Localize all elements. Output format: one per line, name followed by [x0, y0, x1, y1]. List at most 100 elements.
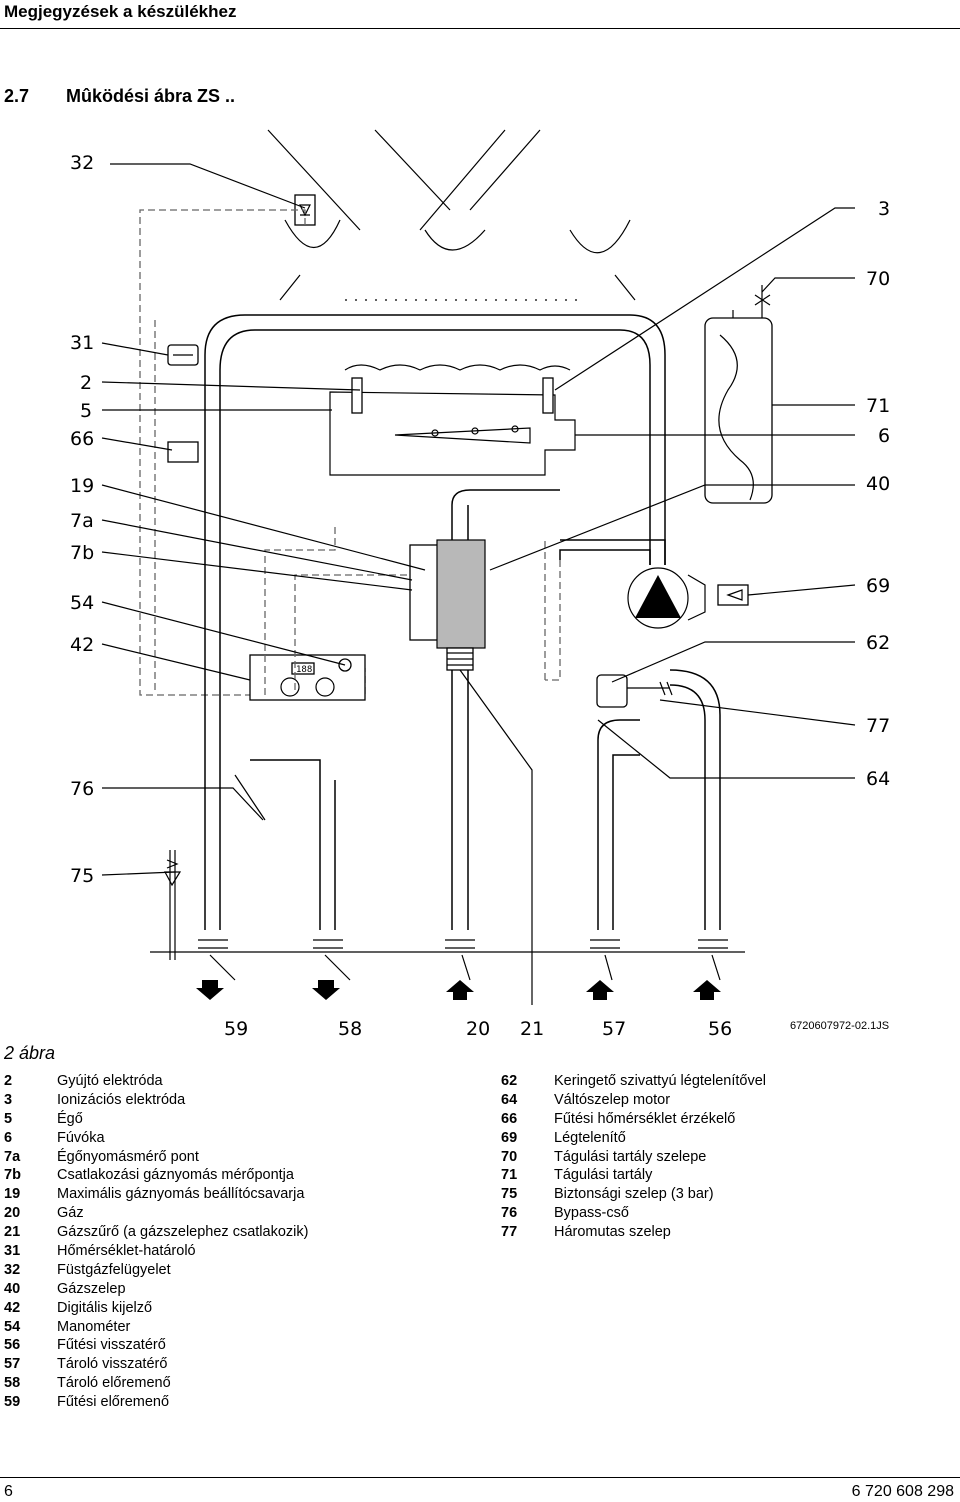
legend-key: 31	[4, 1243, 21, 1260]
legend-key: 32	[4, 1261, 21, 1278]
label-57: 57	[602, 1018, 627, 1040]
label-62: 62	[866, 632, 891, 654]
legend-key: 66	[501, 1110, 518, 1127]
legend-text: Égő	[57, 1110, 83, 1127]
legend-key: 54	[4, 1318, 21, 1335]
legend-item: 40 Gázszelep	[4, 1280, 308, 1299]
label-71: 71	[866, 395, 891, 417]
legend-text: Tároló előremenő	[57, 1375, 171, 1392]
label-7b: 7b	[70, 542, 95, 564]
legend-text: Fűtési hőmérséklet érzékelő	[554, 1110, 736, 1127]
legend-text: Gázszelep	[57, 1280, 126, 1297]
legend-item: 66 Fűtési hőmérséklet érzékelő	[501, 1110, 766, 1129]
legend-text: Ionizációs elektróda	[57, 1091, 186, 1108]
label-66: 66	[70, 428, 95, 450]
function-diagram: 188	[0, 120, 960, 1050]
pump-62	[559, 539, 749, 629]
legend-key: 7b	[4, 1167, 21, 1184]
legend-text: Keringető szivattyú légtelenítővel	[554, 1073, 766, 1089]
label-2: 2	[80, 372, 93, 394]
label-3: 3	[878, 198, 891, 220]
legend-key: 59	[4, 1394, 21, 1411]
legend-text: Váltószelep motor	[554, 1091, 671, 1108]
header-rule	[0, 28, 960, 29]
legend-key: 70	[501, 1148, 518, 1165]
legend-text: Bypass-cső	[554, 1205, 629, 1222]
display-text: 188	[296, 665, 312, 675]
legend-key: 57	[4, 1356, 21, 1373]
label-6: 6	[878, 425, 891, 447]
legend-key: 42	[4, 1299, 21, 1316]
legend-text: Tároló visszatérő	[57, 1356, 168, 1373]
limiter-31	[167, 344, 199, 463]
legend-key: 6	[4, 1129, 13, 1146]
label-20: 20	[466, 1018, 491, 1040]
burner-5	[329, 364, 576, 476]
circuit-pipes	[204, 314, 721, 930]
label-64: 64	[866, 768, 891, 790]
label-7a: 7a	[70, 510, 94, 532]
legend-item: 57 Tároló visszatérő	[4, 1355, 308, 1374]
legend-key: 5	[4, 1110, 13, 1127]
footer-rule	[0, 1477, 960, 1478]
section-number: 2.7	[4, 86, 30, 106]
legend-key: 77	[501, 1224, 518, 1241]
legend-key: 7a	[4, 1148, 21, 1165]
page-number: 6	[4, 1483, 13, 1500]
legend-key: 76	[501, 1205, 518, 1222]
legend-text: Tágulási tartály	[554, 1167, 653, 1184]
figure-caption: 2 ábra	[4, 1043, 56, 1063]
page-header: Megjegyzések a készülékhez	[0, 0, 960, 30]
legend-text: Hőmérséklet-határoló	[57, 1243, 196, 1260]
legend-text: Csatlakozási gáznyomás mérőpontja	[57, 1167, 294, 1184]
label-40: 40	[866, 473, 891, 495]
legend-item: 31 Hőmérséklet-határoló	[4, 1242, 308, 1261]
label-32: 32	[70, 152, 95, 174]
legend-item: 75 Biztonsági szelep (3 bar)	[501, 1185, 766, 1204]
label-70: 70	[866, 268, 891, 290]
legend-text: Háromutas szelep	[554, 1224, 671, 1241]
legend-item: 5 Égő	[4, 1110, 308, 1129]
legend-item: 77 Háromutas szelep	[501, 1223, 766, 1242]
bottom-connections	[150, 939, 745, 1000]
legend-text: Gázszűrő (a gázszelephez csatlakozik)	[57, 1224, 309, 1241]
legend-key: 3	[4, 1091, 13, 1108]
label-42: 42	[70, 634, 95, 656]
legend-text: Biztonsági szelep (3 bar)	[554, 1186, 714, 1203]
label-77: 77	[866, 715, 891, 737]
legend-text: Maximális gáznyomás beállítócsavarja	[57, 1186, 305, 1203]
label-5: 5	[80, 400, 93, 422]
label-69: 69	[866, 575, 891, 597]
legend-key: 56	[4, 1337, 21, 1354]
safety-valve-75	[163, 850, 182, 960]
legend-key: 20	[4, 1205, 21, 1222]
header-title: Megjegyzések a készülékhez	[4, 2, 237, 21]
control-panel-42: 188	[249, 654, 366, 701]
label-56: 56	[708, 1018, 733, 1040]
legend-key: 40	[4, 1280, 21, 1297]
legend-key: 69	[501, 1129, 518, 1146]
legend-key: 21	[4, 1224, 21, 1241]
expansion-tank-71	[704, 285, 773, 504]
legend-text: Égőnyomásmérő pont	[57, 1148, 199, 1165]
legend-key: 2	[4, 1073, 13, 1089]
label-58: 58	[338, 1018, 363, 1040]
legend-item: 7b Csatlakozási gáznyomás mérőpontja	[4, 1166, 308, 1185]
label-59: 59	[224, 1018, 249, 1040]
legend-key: 75	[501, 1186, 518, 1203]
label-75: 75	[70, 865, 95, 887]
three-way-valve-77	[596, 674, 673, 708]
